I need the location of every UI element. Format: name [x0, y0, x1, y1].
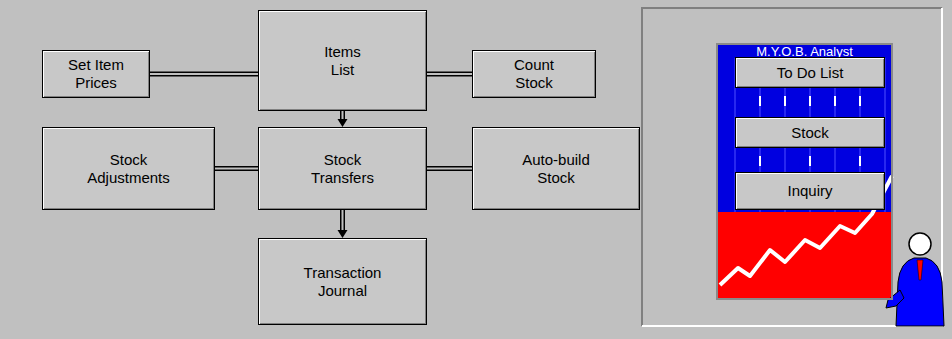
double-connector [338, 210, 348, 238]
arrow-head [338, 230, 348, 238]
double-connector [150, 74, 258, 75]
side-panel [642, 8, 942, 326]
menu-button: Stock [735, 117, 885, 148]
transfer-box: Stock Transfers [258, 127, 427, 210]
board-red [716, 212, 893, 300]
autobuild-box: Auto-build Stock [472, 127, 640, 210]
menu-button: To Do List [735, 57, 885, 88]
connector-outer [427, 166, 472, 171]
adjust-box: Stock Adjustments [42, 127, 215, 210]
count-box: Count Stock [472, 50, 596, 98]
box-label: To Do List [777, 64, 844, 82]
journal-box: Transaction Journal [258, 238, 427, 325]
box-label: Set Item Prices [56, 56, 136, 92]
panel-highlight [642, 8, 942, 326]
double-connector [427, 74, 472, 75]
connector-inner [215, 168, 258, 170]
board-grid [735, 58, 885, 212]
connector-outer [340, 111, 345, 120]
box-label: Inquiry [787, 182, 832, 200]
board-blue [716, 43, 893, 213]
connector-inner [342, 111, 344, 120]
double-connector [338, 111, 348, 127]
connector-inner [427, 168, 472, 170]
panel-shadow [642, 8, 942, 326]
connector-outer [215, 166, 258, 171]
connector-inner [427, 73, 472, 75]
items-box: Items List [258, 10, 427, 111]
analyst-board: M.Y.O.B. AnalystTo Do ListStockInquiry [716, 43, 893, 300]
connector-outer [340, 210, 345, 231]
box-label: Stock [791, 124, 829, 142]
box-label: Count Stock [504, 56, 564, 92]
arrow-head [338, 119, 348, 127]
presenter-figure [886, 233, 944, 326]
double-connector [427, 168, 472, 169]
box-label: Stock Transfers [303, 151, 383, 187]
connector-outer [150, 72, 258, 77]
box-label: Auto-build Stock [511, 151, 601, 187]
box-label: Stock Adjustments [79, 151, 179, 187]
double-connector [215, 168, 258, 169]
box-label: Transaction Journal [293, 264, 393, 300]
box-label: Items List [313, 43, 373, 79]
price-box: Set Item Prices [42, 50, 150, 98]
connector-inner [150, 73, 258, 75]
connector-inner [342, 210, 344, 231]
connector-outer [427, 72, 472, 77]
menu-button: Inquiry [735, 172, 885, 210]
